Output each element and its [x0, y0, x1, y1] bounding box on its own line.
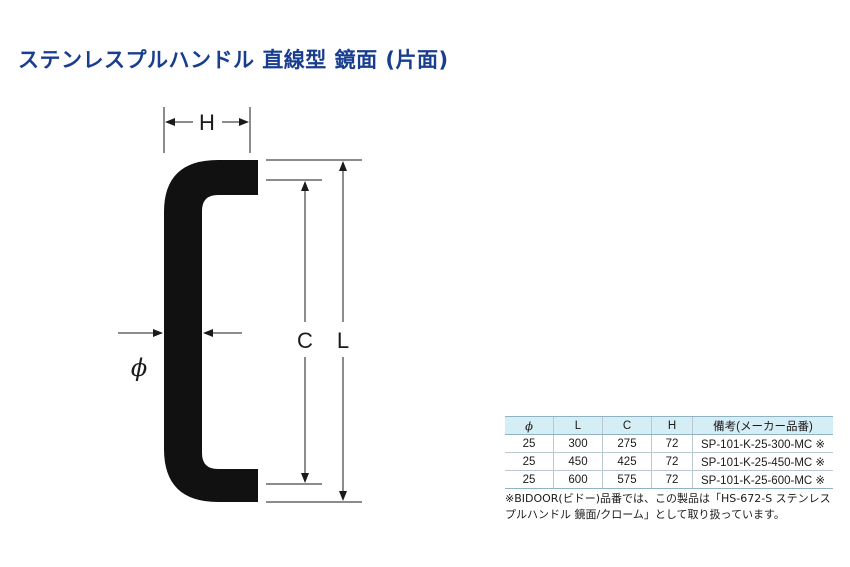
cell-part-number: SP-101-K-25-450-MC ※ — [692, 452, 833, 471]
cell-h: 72 — [651, 452, 693, 471]
phi-label: ϕ — [131, 354, 147, 382]
col-header-h: H — [651, 416, 693, 435]
page-title: ステンレスプルハンドル 直線型 鏡面 (片面) — [18, 48, 449, 72]
table-row: 25 300 275 72 SP-101-K-25-300-MC ※ — [505, 434, 833, 453]
col-header-l: L — [553, 416, 603, 435]
cell-c: 575 — [602, 470, 652, 489]
cell-l: 450 — [553, 452, 603, 471]
handle-shape — [164, 160, 258, 502]
l-label: L — [337, 328, 349, 353]
cell-phi: 25 — [505, 470, 554, 489]
cell-h: 72 — [651, 470, 693, 489]
cell-c: 275 — [602, 434, 652, 453]
spec-table: ϕ L C H 備考(メーカー品番) 25 300 275 72 SP-101-… — [505, 416, 833, 489]
table-row: 25 600 575 72 SP-101-K-25-600-MC ※ — [505, 470, 833, 489]
col-header-note: 備考(メーカー品番) — [692, 416, 833, 435]
cell-part-number: SP-101-K-25-300-MC ※ — [692, 434, 833, 453]
c-label: C — [297, 328, 313, 353]
h-label: H — [199, 110, 215, 135]
cell-l: 300 — [553, 434, 603, 453]
col-header-phi: ϕ — [505, 416, 554, 435]
table-header-row: ϕ L C H 備考(メーカー品番) — [505, 416, 833, 435]
cell-h: 72 — [651, 434, 693, 453]
table-row: 25 450 425 72 SP-101-K-25-450-MC ※ — [505, 452, 833, 471]
col-header-c: C — [602, 416, 652, 435]
cell-phi: 25 — [505, 434, 554, 453]
cell-phi: 25 — [505, 452, 554, 471]
cell-l: 600 — [553, 470, 603, 489]
cell-c: 425 — [602, 452, 652, 471]
footnote: ※BIDOOR(ビドー)品番では、この製品は「HS-672-S ステンレスプルハ… — [505, 492, 831, 521]
cell-part-number: SP-101-K-25-600-MC ※ — [692, 470, 833, 489]
